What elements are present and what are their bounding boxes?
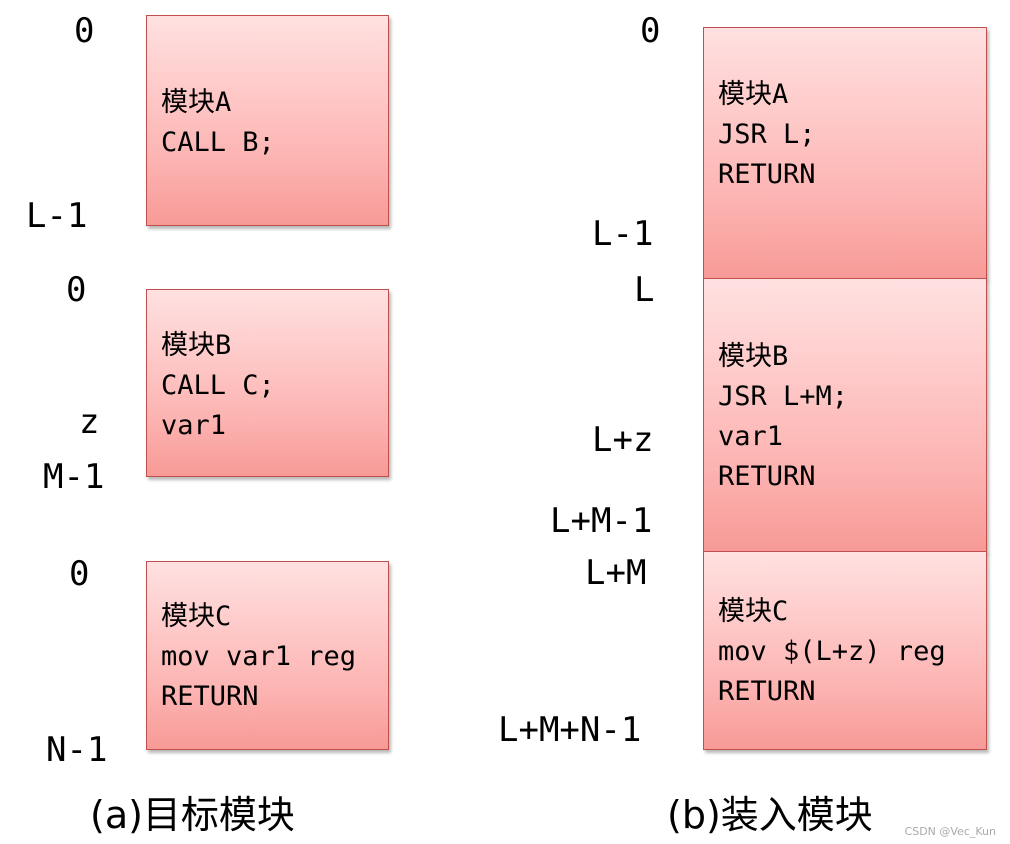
- address-label: 0: [66, 270, 87, 310]
- watermark: CSDN @Vec_Kun: [904, 825, 996, 838]
- code-line: JSR L+M;: [718, 381, 849, 412]
- target-module-c: 模块C mov var1 reg RETURN: [146, 561, 389, 750]
- module-code: 模块A CALL B;: [161, 83, 275, 163]
- load-module-a: 模块A JSR L; RETURN: [703, 27, 987, 279]
- code-line: CALL C;: [161, 370, 275, 401]
- module-title: 模块C: [718, 596, 789, 627]
- address-label: 0: [640, 11, 661, 51]
- code-line: mov var1 reg: [161, 641, 357, 672]
- address-label: z: [79, 402, 100, 442]
- module-title: 模块A: [718, 79, 789, 110]
- module-title: 模块C: [161, 601, 232, 632]
- load-module-c: 模块C mov $(L+z) reg RETURN: [703, 551, 987, 750]
- caption-target-modules: (a)目标模块: [90, 793, 295, 837]
- code-line: RETURN: [718, 159, 816, 190]
- address-label: L-1: [26, 196, 88, 236]
- caption-load-module: (b)装入模块: [667, 793, 873, 837]
- module-title: 模块B: [718, 341, 789, 372]
- module-code: 模块B CALL C; var1: [161, 326, 275, 446]
- code-line: RETURN: [718, 676, 816, 707]
- module-code: 模块B JSR L+M; var1 RETURN: [718, 337, 848, 497]
- address-label: L+M: [585, 553, 647, 593]
- address-label: L+M+N-1: [498, 710, 642, 750]
- load-module-b: 模块B JSR L+M; var1 RETURN: [703, 278, 987, 552]
- module-code: 模块A JSR L; RETURN: [718, 75, 816, 195]
- address-label: L: [634, 270, 655, 310]
- code-line: JSR L;: [718, 119, 816, 150]
- address-label: 0: [69, 554, 90, 594]
- address-label: N-1: [46, 730, 108, 770]
- module-title: 模块A: [161, 87, 232, 118]
- code-line: mov $(L+z) reg: [718, 636, 946, 667]
- code-line: RETURN: [718, 461, 816, 492]
- module-title: 模块B: [161, 330, 232, 361]
- code-line: RETURN: [161, 681, 259, 712]
- target-module-a: 模块A CALL B;: [146, 15, 389, 226]
- address-label: L-1: [592, 214, 654, 254]
- address-label: M-1: [43, 457, 105, 497]
- code-line: var1: [718, 421, 784, 452]
- code-line: CALL B;: [161, 127, 275, 158]
- code-line: var1: [161, 410, 227, 441]
- address-label: L+M-1: [550, 501, 653, 541]
- module-code: 模块C mov var1 reg RETURN: [161, 597, 356, 717]
- address-label: 0: [74, 11, 95, 51]
- address-label: L+z: [592, 420, 654, 460]
- target-module-b: 模块B CALL C; var1: [146, 289, 389, 477]
- module-code: 模块C mov $(L+z) reg RETURN: [718, 592, 946, 712]
